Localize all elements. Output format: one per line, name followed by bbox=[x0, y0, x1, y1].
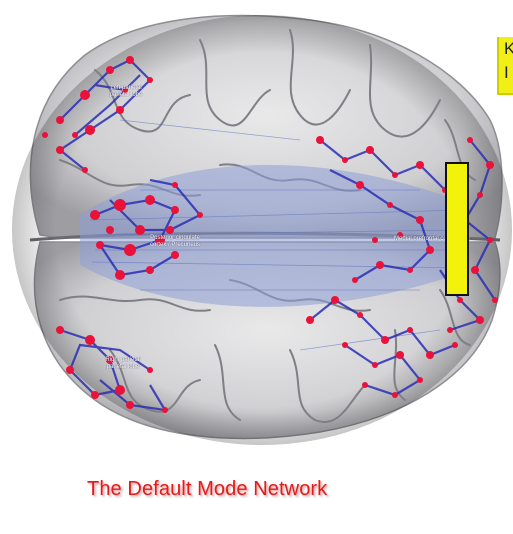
highlight-bar bbox=[445, 162, 469, 296]
corner-tag: K I bbox=[497, 37, 513, 95]
brain-network-illustration bbox=[12, 14, 512, 445]
corner-tag-line1: K bbox=[504, 37, 513, 61]
corner-tag-line2: I bbox=[504, 63, 509, 82]
label-posterior-cingulate: Posterior cingulate cortex / Precuneus bbox=[149, 235, 201, 248]
caption-title: The Default Mode Network bbox=[87, 478, 328, 500]
network-nodes bbox=[42, 56, 498, 413]
label-left-parietal: Left parietal parietal lobe bbox=[109, 85, 143, 98]
label-right-parietal: Right parietal parietal lobe bbox=[105, 357, 141, 370]
